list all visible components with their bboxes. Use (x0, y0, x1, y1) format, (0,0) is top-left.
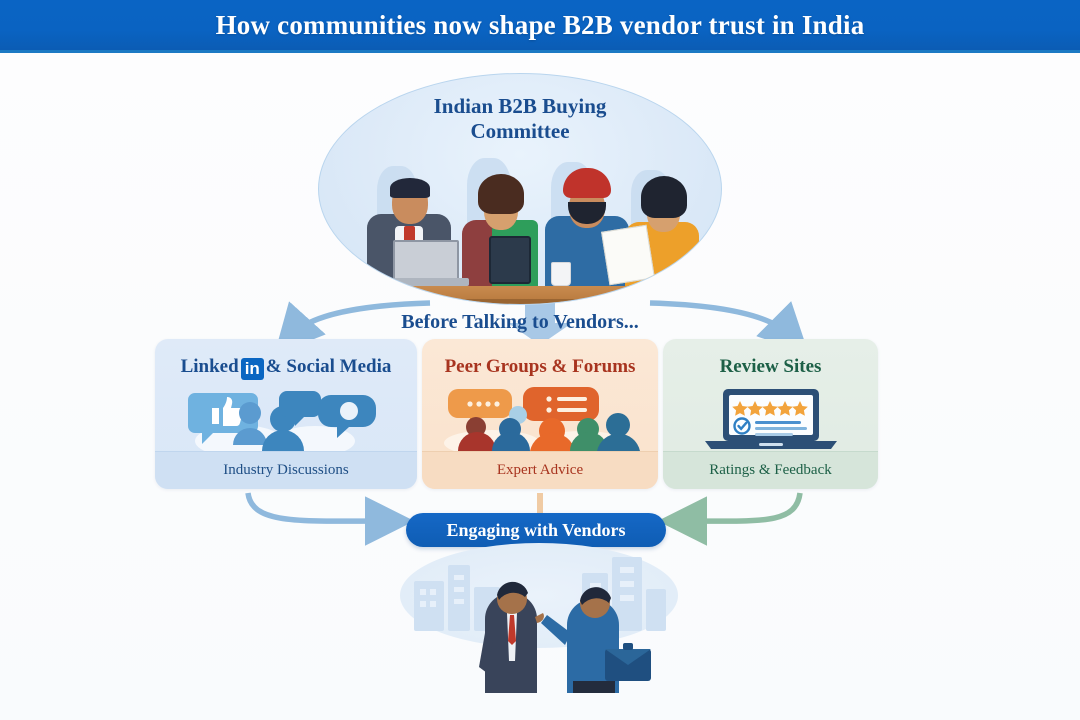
card-title-suffix: & Social Media (265, 356, 392, 377)
card-title-prefix: Linked (180, 356, 239, 377)
buying-committee-title: Indian B2B Buying Committee (319, 94, 721, 144)
engaging-with-vendors-button[interactable]: Engaging with Vendors (406, 513, 666, 547)
arrow-to-review-card (649, 300, 809, 354)
channel-card-forums[interactable]: Peer Groups & Forums (422, 339, 658, 489)
review-laptop-icon (663, 387, 878, 451)
buying-committee-title-line1: Indian B2B Buying (433, 94, 607, 118)
arrow-to-linkedin-card (274, 300, 431, 355)
buying-committee-node: Indian B2B Buying Committee (318, 73, 722, 305)
arrow-to-forums-card (508, 301, 572, 345)
businessman-left (479, 581, 537, 693)
card-title-reviews: Review Sites (719, 356, 822, 377)
engaging-with-vendors-label: Engaging with Vendors (446, 519, 626, 540)
arrow-linkedin-to-outcome (245, 492, 415, 546)
card-footer-linkedin: Industry Discussions (155, 451, 417, 489)
paper-prop (601, 224, 655, 286)
card-title-forums: Peer Groups & Forums (444, 356, 636, 377)
channel-card-reviews[interactable]: Review Sites (663, 339, 878, 489)
page-title: How communities now shape B2B vendor tru… (215, 9, 865, 40)
linkedin-icon: in (240, 358, 264, 380)
arrow-reviews-to-outcome (657, 492, 803, 546)
laptop-prop (393, 240, 459, 280)
social-media-icon (155, 387, 417, 457)
tablet-prop (489, 236, 531, 284)
page-header-banner: How communities now shape B2B vendor tru… (0, 0, 1080, 53)
buying-committee-title-line2: Committee (470, 119, 570, 143)
card-footer-forums: Expert Advice (422, 451, 658, 489)
star-rating (732, 401, 808, 416)
table-edge (347, 299, 695, 304)
table-surface (347, 286, 695, 302)
peer-group-icon (422, 387, 658, 456)
businessman-right (535, 587, 651, 693)
committee-illustration (319, 154, 721, 304)
card-footer-reviews: Ratings & Feedback (663, 451, 878, 489)
infographic-canvas: Indian B2B Buying Committee (0, 53, 1080, 720)
laptop-base-prop (385, 278, 469, 286)
vendor-engagement-scene (400, 543, 678, 648)
vendor-conversation-figures (455, 553, 675, 693)
coffee-cup-prop (551, 262, 571, 286)
before-vendors-caption: Before Talking to Vendors... (401, 311, 639, 333)
flow-arrows-layer (245, 300, 809, 546)
